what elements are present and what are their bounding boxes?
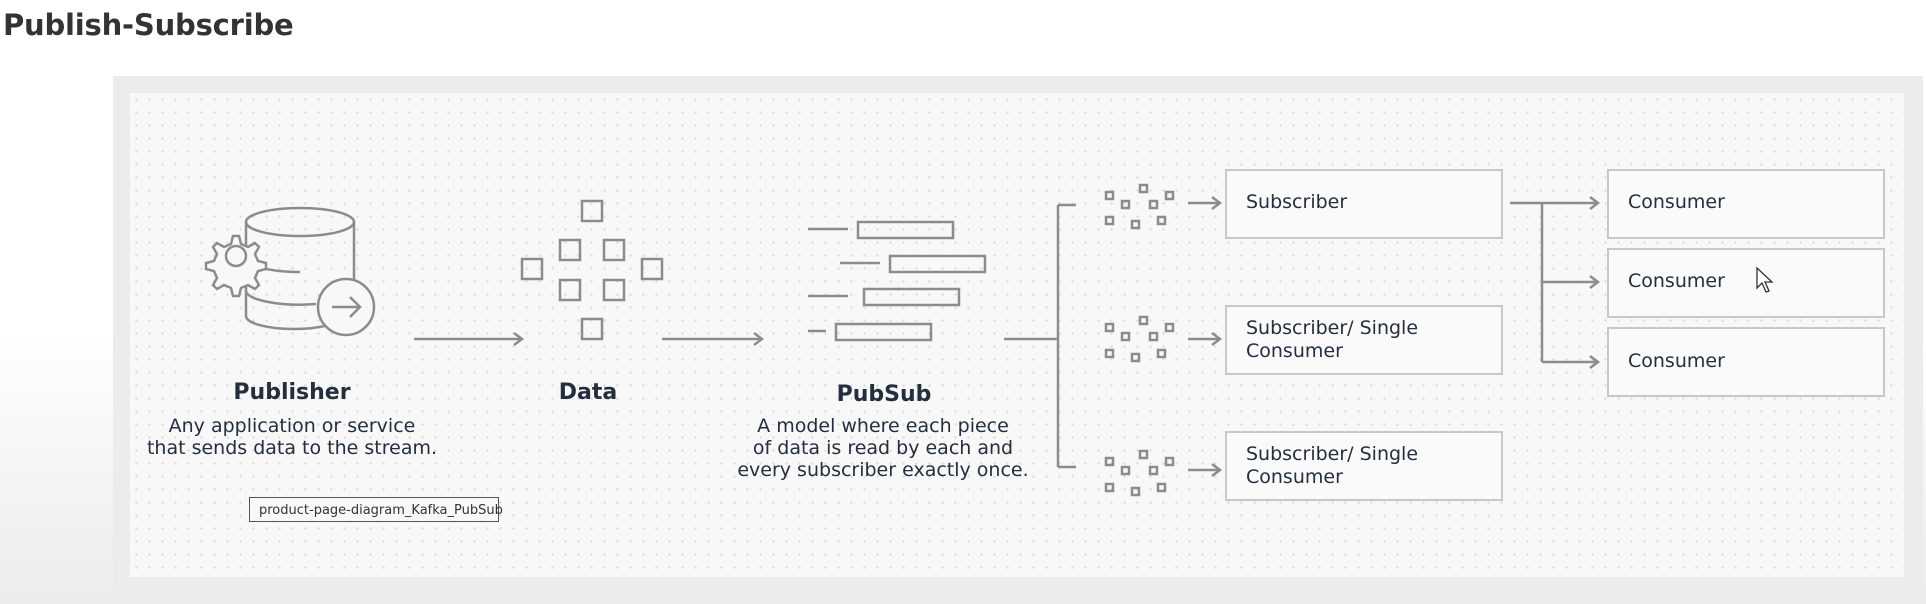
consumer-box-3 [1607, 327, 1885, 397]
database-gear-arrow-icon [204, 206, 376, 337]
subscriber-arrow-1 [1188, 196, 1223, 210]
subscriber-label-2-line-1: Subscriber/ Single [1246, 317, 1419, 339]
mouse-pointer-icon [1756, 266, 1774, 293]
consumer-label-3: Consumer [1628, 350, 1725, 372]
subscriber-arrow-2 [1188, 332, 1223, 346]
subscriber-box-2 [1225, 305, 1503, 375]
consumer-box-2 [1607, 248, 1885, 318]
pubsub-description-line-1: A model where each piece [757, 415, 1009, 437]
consumer-label-1: Consumer [1628, 191, 1725, 213]
subscriber-label-3-line-2: Consumer [1246, 466, 1343, 488]
subscriber-label-2-line-2: Consumer [1246, 340, 1343, 362]
subscriber-label-2: Subscriber/ Single Consumer [1246, 317, 1418, 363]
pubsub-description-line-3: every subscriber exactly once. [737, 459, 1029, 481]
subscriber-label-3-line-1: Subscriber/ Single [1246, 443, 1419, 465]
publisher-description-line-2: that sends data to the stream. [146, 437, 438, 459]
publisher-title: Publisher [233, 380, 351, 405]
image-tooltip: product-page-diagram_Kafka_PubSub [249, 497, 503, 522]
subscriber-label-1-line-1: Subscriber [1246, 191, 1348, 213]
page-title: Publish-Subscribe [3, 8, 294, 42]
dot-cluster-icon [1104, 183, 1175, 230]
dot-cluster-icon [1104, 315, 1175, 363]
subscriber-arrow-3 [1188, 463, 1223, 477]
pubsub-description: A model where each piece of data is read… [728, 415, 1038, 481]
dot-cluster-icon [1104, 449, 1175, 497]
data-title: Data [558, 380, 618, 405]
publisher-description-line-1: Any application or service [168, 415, 416, 437]
pubsub-description-line-2: of data is read by each and [752, 437, 1014, 459]
fanout-bracket [1004, 203, 1076, 469]
subscriber-label-1: Subscriber [1246, 191, 1347, 214]
consumer-label-2: Consumer [1628, 270, 1725, 292]
consumer-fanout [1510, 196, 1601, 369]
flow-arrow-publisher-data [414, 332, 525, 346]
pubsub-title: PubSub [836, 382, 932, 407]
message-bars-icon [808, 220, 987, 342]
subscriber-box-3 [1225, 431, 1503, 501]
data-blocks-icon [520, 199, 664, 341]
consumer-box-1 [1607, 169, 1885, 239]
subscriber-label-3: Subscriber/ Single Consumer [1246, 443, 1418, 489]
subscriber-box-1 [1225, 169, 1503, 239]
publisher-description: Any application or service that sends da… [132, 415, 452, 459]
flow-arrow-data-pubsub [662, 332, 765, 346]
